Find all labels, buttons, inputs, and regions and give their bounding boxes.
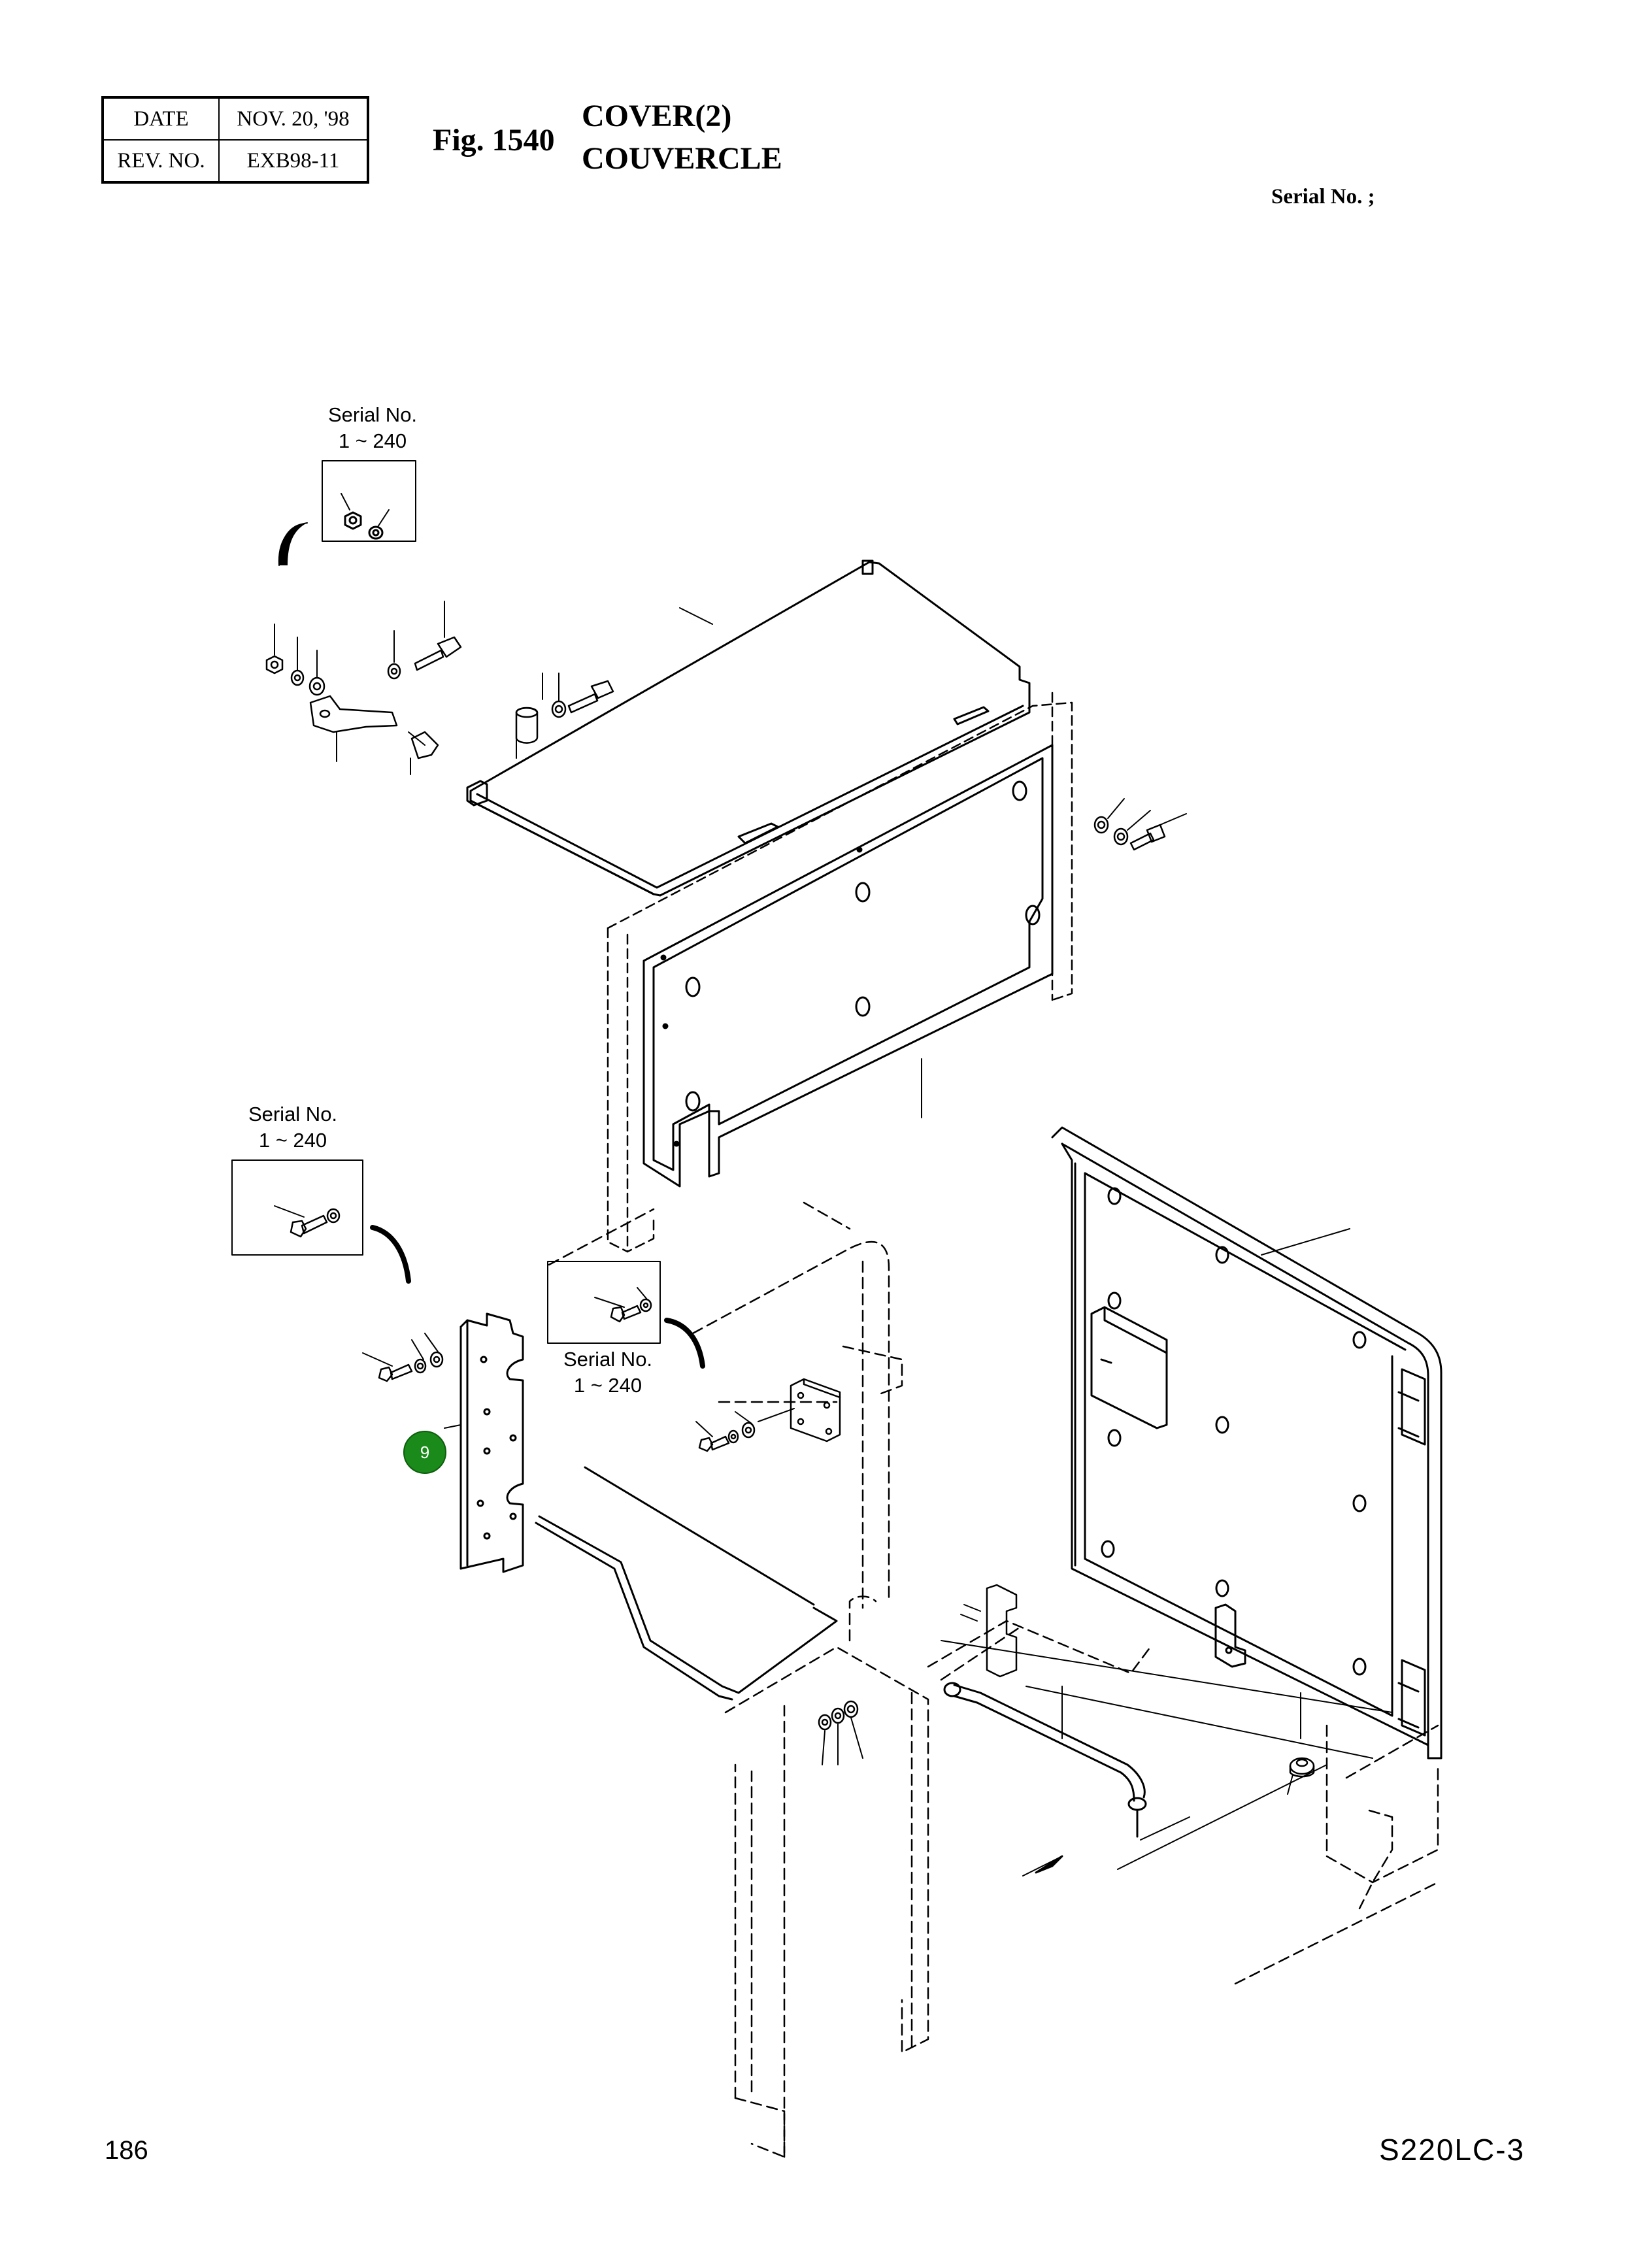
left-bracket-plate [459, 1312, 524, 1573]
revision-table: DATE NOV. 20, '98 REV. NO. EXB98-11 [101, 96, 369, 184]
mid-inset-arrow-icon [664, 1318, 705, 1369]
page-number: 186 [105, 2136, 148, 2165]
figure-number: Fig. 1540 [433, 123, 555, 158]
serial-note-left-range: 1 ~ 240 [258, 1129, 327, 1152]
bent-rod [943, 1682, 1190, 1876]
model-number: S220LC-3 [1379, 2133, 1526, 2167]
right-bolt-group [1093, 798, 1187, 851]
mid-inset-bolt-icon [594, 1287, 652, 1323]
serial-note-top-range: 1 ~ 240 [338, 429, 407, 452]
date-value: NOV. 20, '98 [218, 97, 369, 141]
lower-frame-dashed [548, 1201, 1439, 2158]
small-plate-group [695, 1378, 841, 1452]
serial-note-top: Serial No. 1 ~ 240 [307, 402, 438, 454]
callout-9-label: 9 [420, 1443, 429, 1462]
serial-note-top-title: Serial No. [327, 403, 418, 426]
lower-washer-stack [818, 1700, 863, 1765]
serial-note-mid-range: 1 ~ 240 [573, 1374, 642, 1397]
left-inset-bolt-icon [274, 1205, 341, 1238]
top-inset-nut-icon [341, 493, 390, 540]
spacer-bolt-group [515, 673, 614, 759]
floor-plate [535, 1466, 838, 1701]
upper-frame-dashed [607, 692, 1073, 1253]
hook-bracket [960, 1584, 1018, 1678]
callout-9[interactable]: 9 [403, 1431, 446, 1474]
top-left-hardware [265, 601, 462, 775]
serial-note-mid: Serial No. 1 ~ 240 [542, 1346, 673, 1399]
top-inset-box [322, 460, 416, 542]
right-door-panel [1051, 1126, 1442, 1759]
date-label: DATE [102, 97, 220, 141]
left-bracket-bolts [362, 1333, 461, 1429]
title-english: COVER(2) [582, 99, 732, 133]
lower-frame-lines [941, 1640, 1393, 1870]
title-french: COUVERCLE [582, 141, 782, 176]
serial-note-left: Serial No. 1 ~ 240 [227, 1101, 358, 1154]
left-inset-arrow-icon [370, 1225, 411, 1284]
serial-note-mid-title: Serial No. [563, 1348, 653, 1371]
top-cover-plate [466, 559, 1031, 897]
rev-value: EXB98-11 [218, 139, 369, 183]
serial-note-left-title: Serial No. [248, 1103, 338, 1126]
serial-number-header: Serial No. ; [1271, 185, 1375, 208]
rev-label: REV. NO. [102, 139, 220, 183]
mid-inset-box [547, 1261, 661, 1344]
grommet [1287, 1757, 1315, 1795]
left-inset-box [231, 1159, 363, 1256]
upper-inner-panel [642, 744, 1054, 1188]
